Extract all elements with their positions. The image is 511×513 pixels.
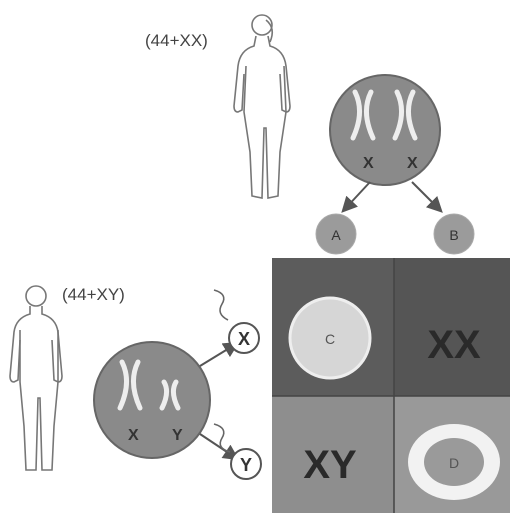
sperm-x-label: X bbox=[238, 329, 250, 349]
zygote-d-label: D bbox=[449, 455, 459, 471]
genotype-xy-label: XY bbox=[303, 443, 357, 487]
female-karyotype-label: (44+XX) bbox=[145, 31, 208, 50]
sperm-y: Y bbox=[214, 424, 261, 479]
female-cell: X X bbox=[330, 75, 440, 185]
male-chrom-y-label: Y bbox=[172, 427, 183, 444]
egg-a-label: A bbox=[331, 227, 341, 243]
male-chrom-x-label: X bbox=[128, 427, 139, 444]
female-arrows bbox=[344, 182, 440, 210]
egg-a: A bbox=[316, 214, 356, 254]
sperm-x: X bbox=[214, 290, 259, 353]
egg-b-label: B bbox=[449, 227, 458, 243]
male-figure bbox=[10, 286, 62, 470]
egg-b: B bbox=[434, 214, 474, 254]
female-chrom-x1-label: X bbox=[363, 155, 374, 172]
male-karyotype-label: (44+XY) bbox=[62, 285, 125, 304]
female-figure bbox=[234, 15, 290, 198]
zygote-c-label: C bbox=[325, 331, 335, 347]
sperm-y-label: Y bbox=[240, 455, 252, 475]
female-chrom-x2-label: X bbox=[407, 155, 418, 172]
genotype-xx-label: XX bbox=[427, 323, 481, 367]
male-cell: X Y bbox=[94, 342, 210, 458]
punnett-grid: C XX XY D bbox=[272, 258, 510, 513]
